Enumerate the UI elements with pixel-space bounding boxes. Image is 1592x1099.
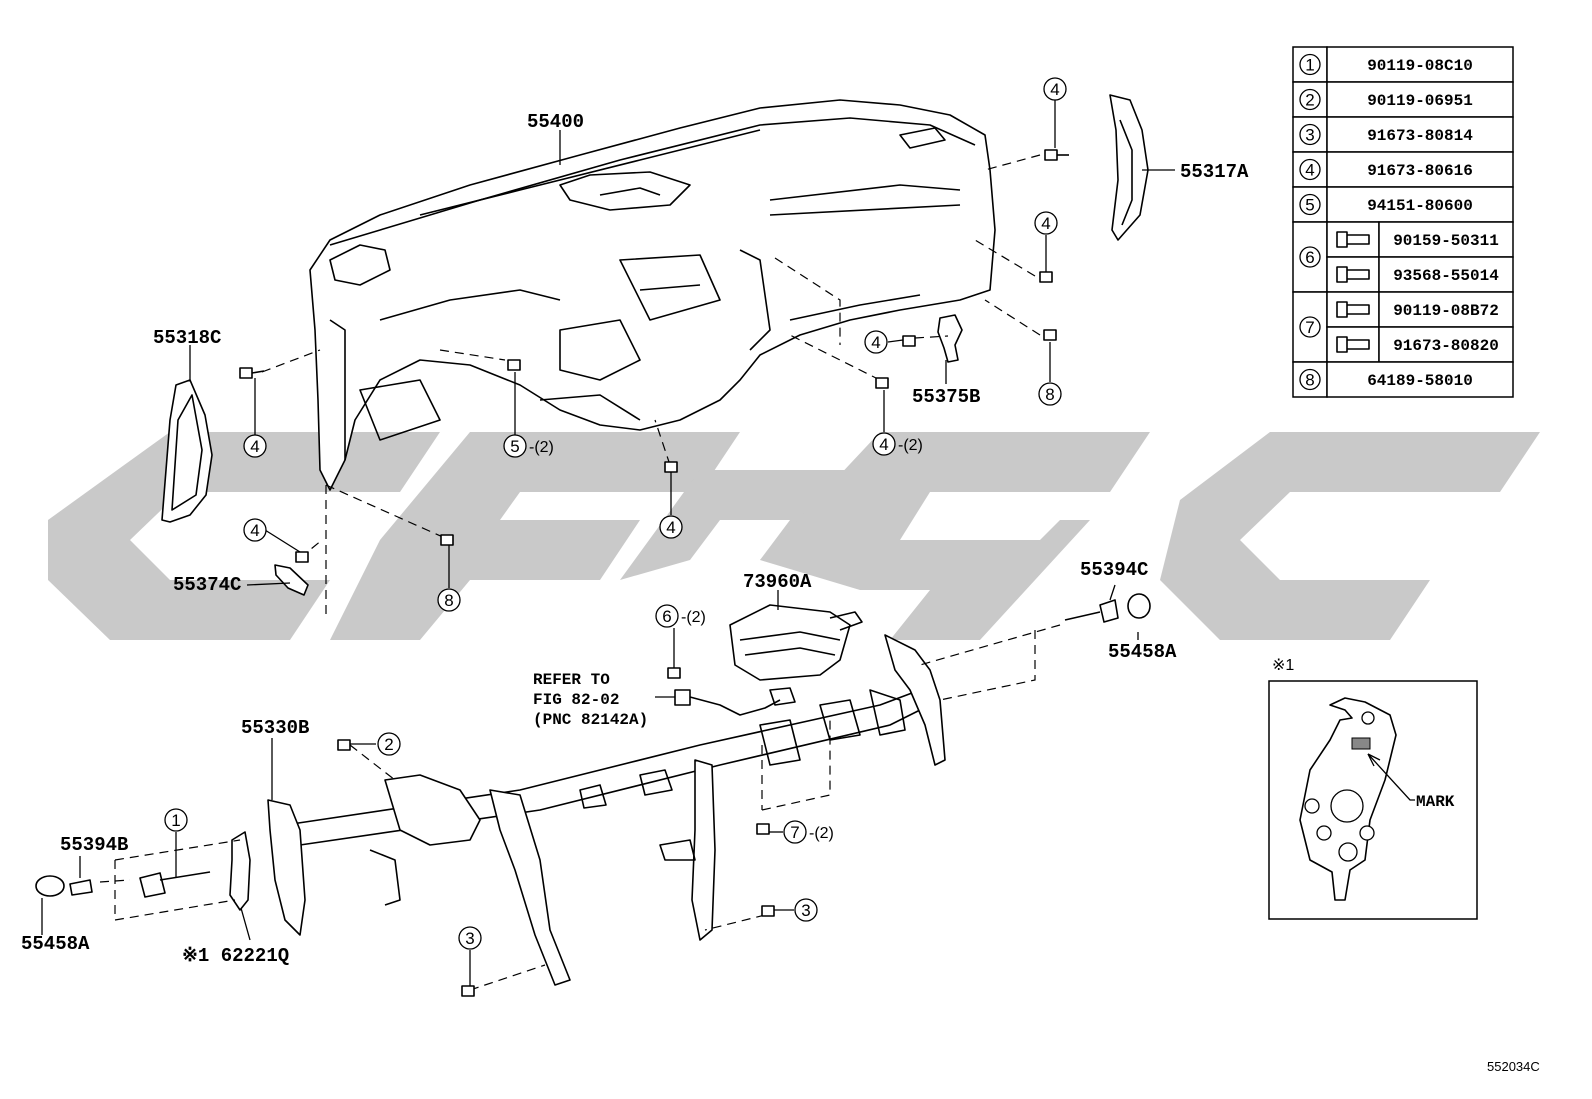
callout-5: 5 — [510, 437, 519, 456]
fastener-shape-icon — [1336, 336, 1370, 353]
table-row-number: 2 — [1305, 91, 1314, 110]
callout-4: 4 — [250, 521, 259, 540]
callout-circles: 4 4 4 8 4 5 -(2) 4 -(2) 4 4 8 6 -(2) 2 7… — [164, 77, 1067, 950]
bracket-55374C — [274, 564, 309, 596]
inset-title: ※1 — [1272, 657, 1294, 674]
callout-4: 4 — [1041, 214, 1050, 233]
inset-detail: ※1 MARK — [1268, 657, 1478, 920]
callout-7: 7 — [790, 823, 799, 842]
callout-6: 6 — [662, 607, 671, 626]
instrument-panel-55400 — [309, 99, 996, 491]
cap-55458A-left — [35, 875, 65, 897]
airbag-assembly-73960A — [674, 604, 863, 716]
label-55400: 55400 — [527, 111, 584, 133]
refer-note-line2: FIG 82-02 — [533, 691, 619, 709]
bracket-62221Q — [229, 831, 251, 911]
label-55374C: 55374C — [173, 574, 241, 596]
quantity-5: -(2) — [529, 439, 554, 456]
callout-8: 8 — [1045, 385, 1054, 404]
table-row-number: 3 — [1305, 126, 1314, 145]
table-part-code: 90159-50311 — [1393, 232, 1499, 250]
callout-4: 4 — [666, 518, 675, 537]
dashed-leaders — [99, 154, 1061, 991]
side-panel-55318C — [161, 379, 213, 523]
cap-55458A-right — [1127, 593, 1151, 619]
table-row-number: 1 — [1305, 56, 1314, 75]
fastener-shape-icon — [1336, 301, 1370, 318]
table-part-code: 90119-08C10 — [1367, 57, 1473, 75]
inset-mark-label: MARK — [1416, 793, 1455, 811]
label-55375B: 55375B — [912, 386, 980, 408]
table-row-number: 7 — [1305, 318, 1314, 337]
callout-8: 8 — [444, 591, 453, 610]
solid-leaders — [41, 100, 1175, 986]
callout-4: 4 — [1050, 80, 1059, 99]
table-row-number: 6 — [1305, 248, 1314, 267]
label-55458A-right: 55458A — [1108, 641, 1177, 663]
table-part-code: 90119-06951 — [1367, 92, 1473, 110]
table-part-code: 91673-80616 — [1367, 162, 1473, 180]
bracket-55375B — [937, 314, 963, 363]
table-row-number: 5 — [1305, 196, 1314, 215]
label-55330B: 55330B — [241, 717, 309, 739]
fastener-table: 1 90119-08C10 2 90119-06951 3 91673-80814 4 916… — [1292, 46, 1514, 398]
bolt-55394C — [1099, 599, 1119, 623]
callout-3: 3 — [801, 901, 810, 920]
side-panel-55317A — [1109, 94, 1149, 241]
label-55394B: 55394B — [60, 834, 128, 856]
label-55317A: 55317A — [1180, 161, 1249, 183]
diagram-code: 552034C — [1487, 1059, 1540, 1074]
quantity-6: -(2) — [681, 609, 706, 626]
callout-4: 4 — [871, 333, 880, 352]
mark-hatch — [1351, 737, 1371, 750]
quantity-4: -(2) — [898, 437, 923, 454]
callout-4: 4 — [879, 435, 888, 454]
fastener-shape-icon — [1336, 266, 1370, 283]
label-62221Q: ※1 62221Q — [182, 945, 289, 967]
table-row-number: 8 — [1305, 371, 1314, 390]
watermark-logo — [48, 432, 1540, 640]
refer-note-line3: (PNC 82142A) — [533, 711, 648, 729]
label-55318C: 55318C — [153, 327, 221, 349]
table-part-code: 91673-80820 — [1393, 337, 1499, 355]
table-part-code: 93568-55014 — [1393, 267, 1499, 285]
refer-note-line1: REFER TO — [533, 671, 610, 689]
label-55458A-left: 55458A — [21, 933, 90, 955]
callout-3: 3 — [465, 929, 474, 948]
table-part-code: 94151-80600 — [1367, 197, 1473, 215]
table-part-code: 90119-08B72 — [1393, 302, 1499, 320]
table-part-code: 64189-58010 — [1367, 372, 1473, 390]
quantity-7: -(2) — [809, 825, 834, 842]
table-part-code: 91673-80814 — [1367, 127, 1473, 145]
callout-4: 4 — [250, 437, 259, 456]
reinforcement-beam-55330B — [267, 634, 946, 986]
fastener-icons — [239, 149, 1069, 997]
label-55394C: 55394C — [1080, 559, 1148, 581]
callout-2: 2 — [384, 735, 393, 754]
label-73960A: 73960A — [743, 571, 812, 593]
callout-1: 1 — [171, 811, 180, 830]
fastener-shape-icon — [1336, 231, 1370, 248]
table-row-number: 4 — [1305, 161, 1314, 180]
